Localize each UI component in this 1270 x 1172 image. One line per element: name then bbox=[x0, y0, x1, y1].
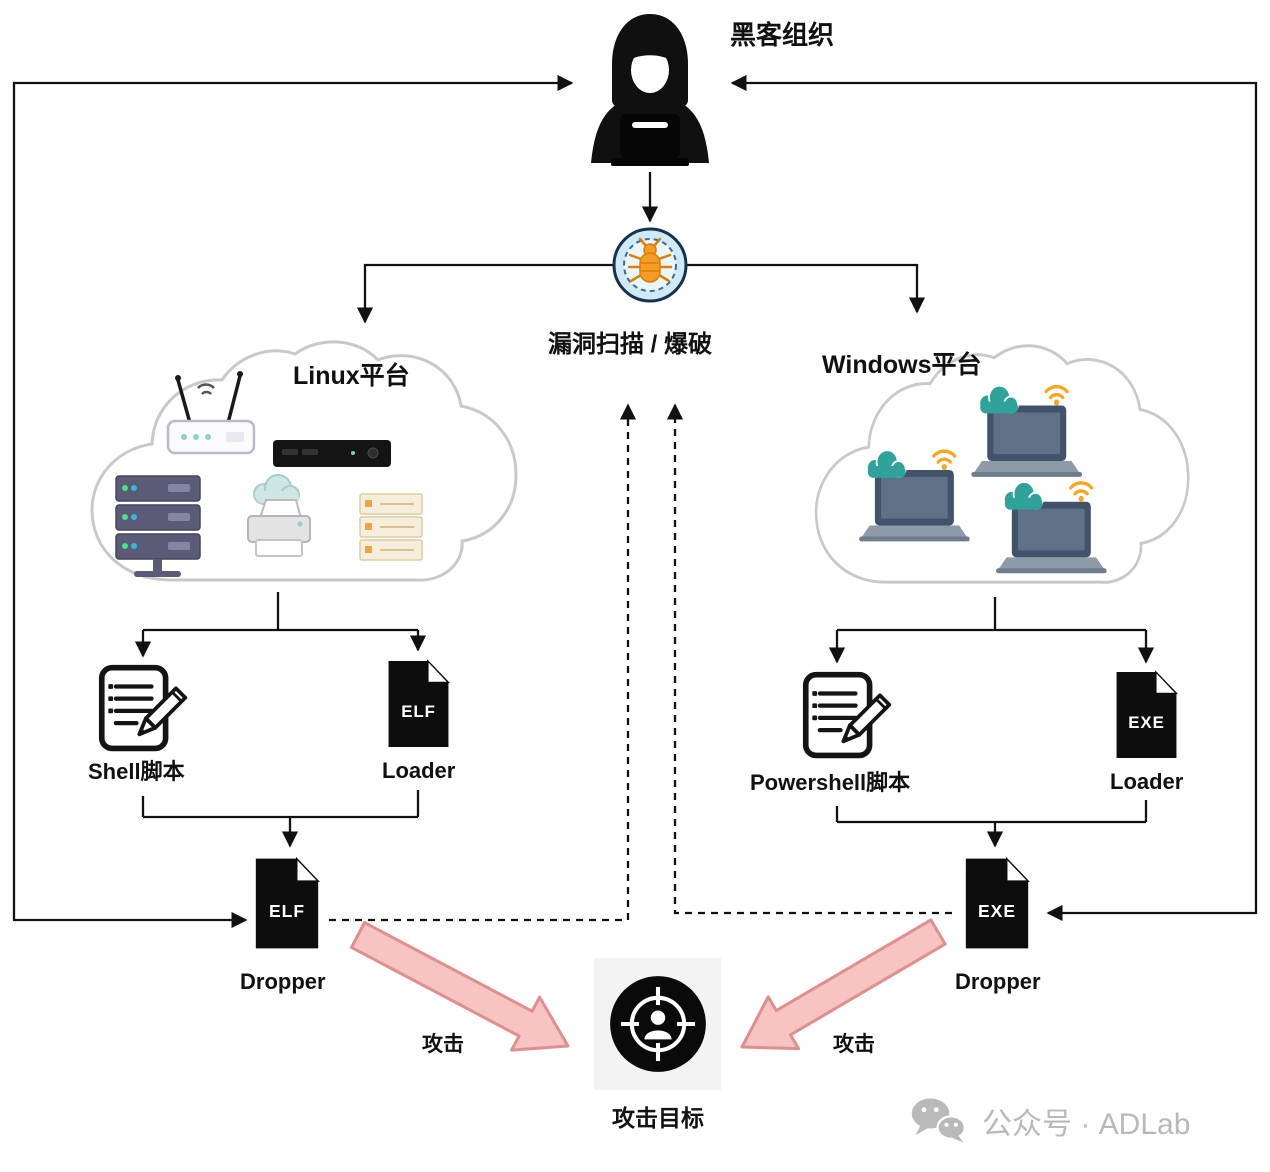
cloud-sync-icon bbox=[1003, 480, 1044, 510]
elf-loader-icon: ELF bbox=[382, 657, 455, 751]
attack-label-right: 攻击 bbox=[833, 1033, 875, 1056]
watermark: 公众号 · ADLab bbox=[908, 1094, 1190, 1148]
attack-label-left: 攻击 bbox=[422, 1033, 464, 1056]
edge-scan-to-linux bbox=[356, 263, 613, 324]
edge-elf-dropper-hacker-loop bbox=[12, 74, 574, 929]
watermark-text: 公众号 · ADLab bbox=[982, 1108, 1191, 1141]
exe-loader-label: Loader bbox=[1110, 769, 1184, 794]
wifi-icon bbox=[1044, 384, 1069, 406]
wechat-icon bbox=[911, 1098, 967, 1143]
exe-dropper-badge: EXE bbox=[978, 901, 1016, 921]
linux-cloud bbox=[68, 328, 518, 598]
scan-label: 漏洞扫描 / 爆破 bbox=[548, 331, 713, 358]
exe-dropper-label: Dropper bbox=[955, 969, 1041, 994]
shell-script-label: Shell脚本 bbox=[88, 759, 185, 784]
exe-dropper-icon: EXE bbox=[959, 854, 1035, 953]
windows-cloud bbox=[795, 332, 1190, 600]
linux-platform-label: Linux平台 bbox=[293, 362, 410, 390]
hacker-label: 黑客组织 bbox=[730, 20, 835, 50]
elf-loader-badge: ELF bbox=[401, 702, 436, 721]
attack-target-icon bbox=[594, 958, 721, 1090]
windows-platform-label: Windows平台 bbox=[822, 351, 982, 379]
bug-glyph bbox=[627, 237, 673, 283]
shell-script-icon bbox=[95, 663, 193, 755]
wifi-icon bbox=[932, 449, 957, 470]
dvr-icon bbox=[273, 440, 391, 467]
cloud-sync-icon bbox=[866, 449, 907, 478]
router-icon bbox=[166, 371, 256, 455]
edge-scan-to-windows bbox=[687, 263, 926, 314]
attack-arrow-left bbox=[350, 921, 570, 1052]
hacker-icon bbox=[580, 8, 720, 166]
target-label: 攻击目标 bbox=[612, 1105, 704, 1131]
server-rack-icon bbox=[115, 475, 201, 577]
printer-icon bbox=[247, 474, 311, 557]
elf-dropper-badge: ELF bbox=[269, 901, 305, 921]
cloud-sync-icon bbox=[978, 384, 1019, 414]
storage-server-icon bbox=[359, 493, 423, 561]
powershell-script-label: Powershell脚本 bbox=[750, 770, 911, 795]
attack-arrow-right bbox=[740, 918, 947, 1051]
elf-dropper-icon: ELF bbox=[249, 854, 325, 953]
exe-loader-icon: EXE bbox=[1110, 668, 1183, 762]
powershell-script-icon bbox=[799, 670, 897, 762]
vuln-scan-icon bbox=[611, 226, 689, 304]
exe-loader-badge: EXE bbox=[1128, 713, 1164, 732]
elf-loader-label: Loader bbox=[382, 758, 456, 783]
elf-dropper-label: Dropper bbox=[240, 969, 326, 994]
laptop-icon bbox=[996, 480, 1107, 574]
edge-exe-dropper-hacker-loop bbox=[730, 74, 1258, 922]
edge-exe-dropper-rescan bbox=[666, 403, 952, 915]
laptop-icon bbox=[859, 449, 970, 542]
edge-elf-dropper-rescan bbox=[329, 403, 637, 922]
wifi-icon bbox=[1069, 481, 1094, 502]
laptop-icon bbox=[971, 384, 1083, 477]
